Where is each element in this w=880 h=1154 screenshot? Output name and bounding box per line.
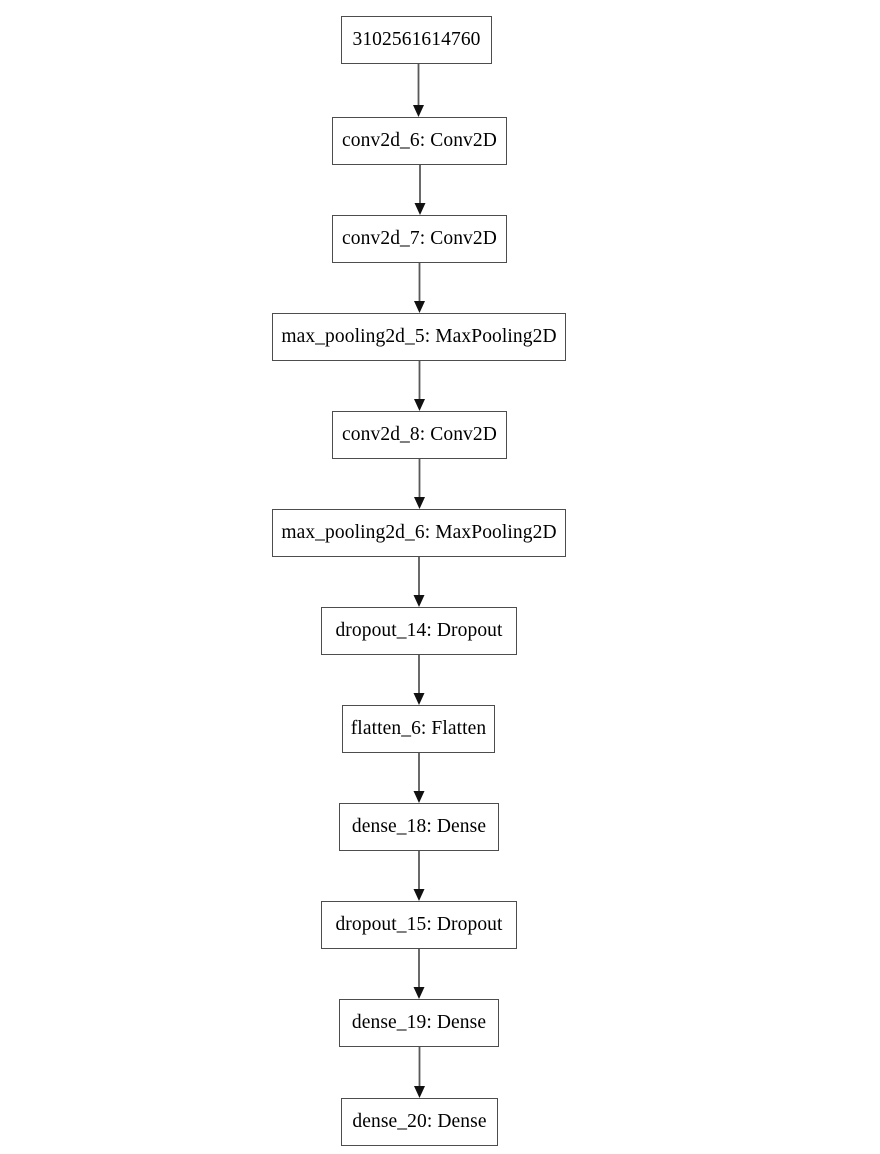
graph-edge [413, 64, 424, 117]
arrowhead-icon [414, 1086, 425, 1098]
graph-node[interactable]: conv2d_7: Conv2D [332, 215, 507, 263]
graph-node[interactable]: conv2d_8: Conv2D [332, 411, 507, 459]
graph-node[interactable]: 3102561614760 [341, 16, 492, 64]
graph-node[interactable]: max_pooling2d_6: MaxPooling2D [272, 509, 566, 557]
graph-edge [413, 655, 425, 705]
graph-node-label: conv2d_6: Conv2D [342, 129, 497, 151]
graph-node-label: 3102561614760 [352, 28, 481, 50]
graph-node-label: flatten_6: Flatten [350, 717, 487, 739]
arrowhead-icon [413, 105, 424, 117]
graph-node[interactable]: dense_18: Dense [339, 803, 499, 851]
arrowhead-icon [413, 987, 425, 999]
graph-node[interactable]: dense_20: Dense [341, 1098, 498, 1146]
graph-node[interactable]: flatten_6: Flatten [342, 705, 495, 753]
graph-node-label: conv2d_7: Conv2D [342, 227, 497, 249]
graph-node[interactable]: dropout_15: Dropout [321, 901, 517, 949]
arrowhead-icon [413, 889, 425, 901]
graph-node-label: max_pooling2d_5: MaxPooling2D [281, 325, 557, 347]
graph-node-label: dense_19: Dense [351, 1011, 487, 1033]
graph-edge [414, 459, 425, 509]
arrowhead-icon [413, 791, 425, 803]
graph-node[interactable]: max_pooling2d_5: MaxPooling2D [272, 313, 566, 361]
graph-edge [414, 1047, 425, 1098]
graph-edge [414, 263, 425, 313]
graph-node-label: max_pooling2d_6: MaxPooling2D [281, 521, 557, 543]
arrowhead-icon [414, 301, 425, 313]
arrowhead-icon [414, 203, 426, 215]
graph-node-label: dropout_14: Dropout [335, 619, 503, 641]
graph-node[interactable]: conv2d_6: Conv2D [332, 117, 507, 165]
arrowhead-icon [414, 399, 425, 411]
graph-node-label: dropout_15: Dropout [335, 913, 503, 935]
arrowhead-icon [414, 497, 425, 509]
graph-edge [414, 165, 426, 215]
graph-node-label: dense_18: Dense [351, 815, 487, 837]
graph-node[interactable]: dense_19: Dense [339, 999, 499, 1047]
graph-edge [413, 753, 425, 803]
arrowhead-icon [413, 693, 425, 705]
graph-node-label: conv2d_8: Conv2D [342, 423, 497, 445]
graph-edge [413, 851, 425, 901]
graph-edge [414, 361, 425, 411]
graph-node[interactable]: dropout_14: Dropout [321, 607, 517, 655]
graph-edge [413, 949, 425, 999]
arrowhead-icon [413, 595, 425, 607]
graph-edge [413, 557, 425, 607]
graph-node-label: dense_20: Dense [352, 1110, 487, 1132]
